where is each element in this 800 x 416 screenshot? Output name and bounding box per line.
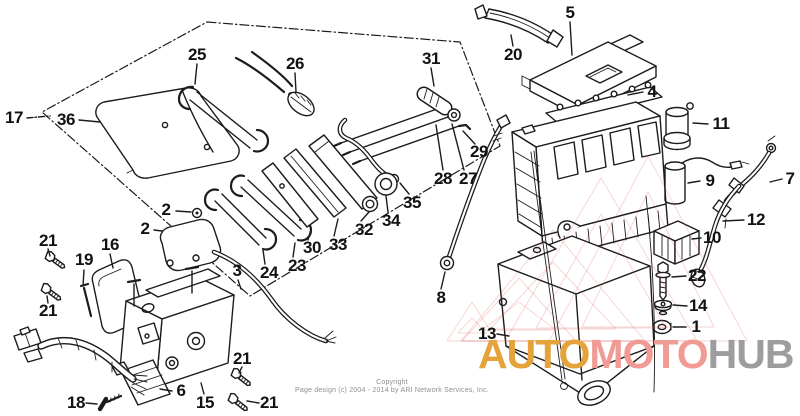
leader-line-33 (333, 218, 339, 237)
leader-line-7 (769, 178, 783, 183)
battery-lead-cable (439, 114, 511, 271)
cotter-pin (79, 282, 93, 318)
leader-line-27 (451, 123, 465, 171)
battery-cap-rail (545, 81, 663, 124)
starter-switch (663, 102, 694, 151)
tool-tray-outline (41, 21, 501, 297)
leader-line-21 (46, 295, 49, 304)
leader-line-16 (109, 253, 114, 269)
callout-leader-lines (26, 21, 783, 405)
brand-moto: MOTO (589, 331, 708, 377)
leader-line-6 (159, 388, 173, 392)
leader-line-31 (430, 67, 435, 87)
leader-line-18 (85, 402, 98, 405)
leader-line-8 (440, 271, 446, 290)
bolt-21 (42, 249, 69, 272)
leader-line-34 (385, 195, 389, 213)
leader-line-19 (82, 269, 85, 287)
leader-line-12 (722, 219, 745, 222)
leader-line-13 (496, 333, 510, 337)
wrench-24 (203, 188, 278, 251)
flat-tool-33 (283, 148, 347, 218)
screw-18 (97, 393, 123, 412)
breather-tube (530, 150, 655, 393)
leader-line-17 (26, 115, 51, 119)
leader-line-22 (671, 275, 687, 278)
leader-line-28 (435, 124, 444, 171)
open-end-wrench (177, 85, 270, 153)
leader-line-2 (175, 210, 192, 213)
plug-socket-32 (308, 134, 379, 213)
leader-line-5 (569, 21, 573, 56)
leader-line-15 (200, 382, 205, 395)
pliers (234, 50, 315, 117)
flange-bolt (655, 261, 671, 301)
leader-line-9 (687, 180, 701, 184)
leader-line-23 (292, 242, 296, 258)
leader-line-29 (462, 130, 476, 145)
leader-line-2 (153, 229, 163, 232)
screwdriver-handle (416, 86, 461, 122)
copyright-line2: Page design (c) 2004 - 2014 by ARI Netwo… (295, 387, 489, 394)
condenser (664, 157, 750, 205)
leader-line-21 (47, 248, 51, 257)
ignition-coil-unit (119, 265, 235, 388)
battery-band (474, 4, 564, 48)
washer (653, 299, 673, 316)
leader-line-10 (691, 237, 702, 240)
coil-boot-and-cable (159, 218, 337, 344)
battery (511, 101, 669, 261)
leader-line-30 (307, 228, 312, 241)
brand-auto: AUTO (478, 331, 590, 377)
copyright-line1: Copyright (376, 379, 408, 386)
leader-line-36 (78, 119, 101, 123)
rubber-mount (653, 220, 700, 265)
flat-tool-30 (261, 162, 319, 228)
starter-cable (712, 135, 777, 229)
ring-spanner-end (374, 172, 398, 196)
leader-line-32 (360, 211, 370, 222)
battery-box (497, 220, 655, 406)
wire-harness (13, 326, 148, 396)
bolt-21 (38, 281, 65, 304)
leader-line-14 (672, 304, 688, 307)
leader-line-35 (399, 182, 410, 195)
leader-line-25 (194, 63, 198, 85)
bolt-21 (225, 391, 251, 414)
leader-line-20 (510, 34, 514, 47)
tool-pouch (95, 87, 240, 179)
leader-line-21 (246, 400, 260, 404)
leader-line-11 (692, 122, 709, 125)
copyright-footer: Copyright Page design (c) 2004 - 2014 by… (192, 379, 592, 395)
leader-line-26 (294, 72, 297, 93)
leader-line-21 (238, 366, 243, 374)
leader-line-4 (627, 91, 644, 96)
earth-cable (690, 177, 745, 288)
brand-hub: HUB (707, 331, 795, 377)
watermark-brand-text: AUTOMOTOHUB (478, 334, 794, 375)
watermark-logo (446, 155, 748, 342)
leader-line-24 (262, 249, 266, 265)
leader-line-3 (237, 279, 242, 290)
